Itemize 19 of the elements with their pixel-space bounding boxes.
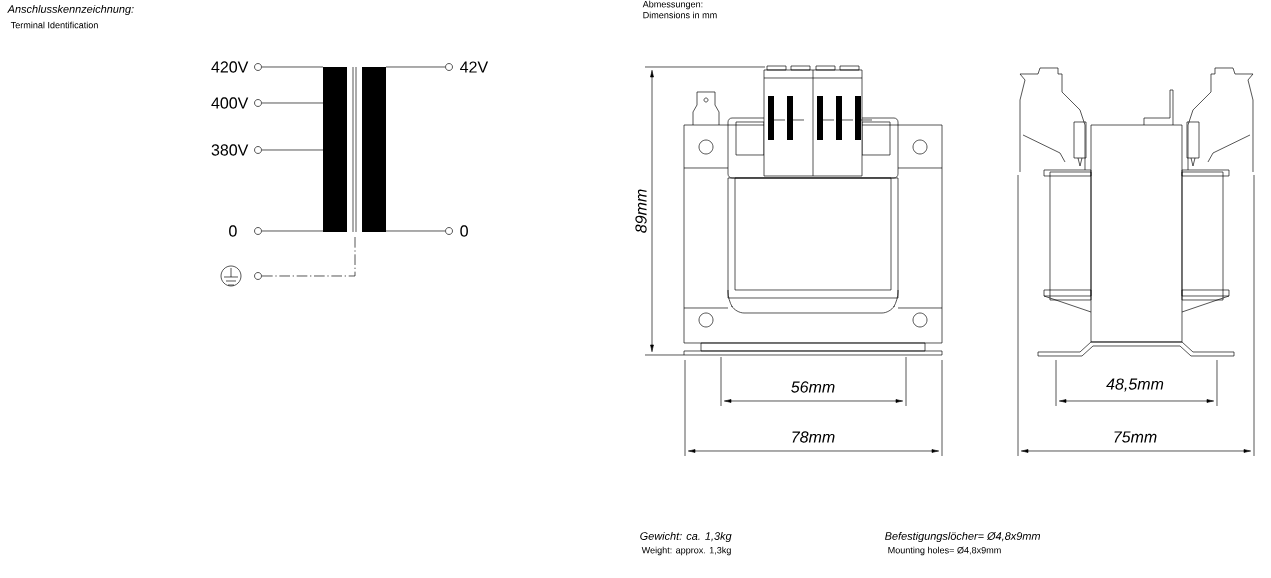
heading-text: Abmessungen:	[642, 0, 703, 10]
voltage-label: 0	[229, 225, 237, 237]
note-text: Befestigungslöcher= Ø4,8x9mm	[885, 531, 1040, 543]
note-text: Weight: approx. 1,3kg	[641, 546, 731, 556]
subheading-text: Dimensions in mm	[643, 11, 717, 19]
dimension-label: 89mm	[635, 189, 647, 233]
voltage-label: 42V	[460, 61, 489, 73]
voltage-label: 380V	[211, 144, 249, 156]
note-text: Mounting holes= Ø4,8x9mm	[888, 546, 1001, 556]
dimension-label: 75mm	[1114, 431, 1157, 443]
subheading-text: Terminal Identification	[10, 21, 98, 29]
dimension-label: 48,5mm	[1106, 378, 1164, 392]
note-text: Gewicht: ca. 1,3kg	[640, 531, 732, 543]
voltage-label: 400V	[211, 97, 249, 109]
heading-text: Anschlusskennzeichnung:	[7, 4, 134, 16]
voltage-label: 420V	[211, 61, 249, 73]
dimension-label: 56mm	[791, 381, 835, 393]
voltage-label: 0	[460, 225, 468, 237]
dimension-label: 78mm	[792, 431, 835, 443]
